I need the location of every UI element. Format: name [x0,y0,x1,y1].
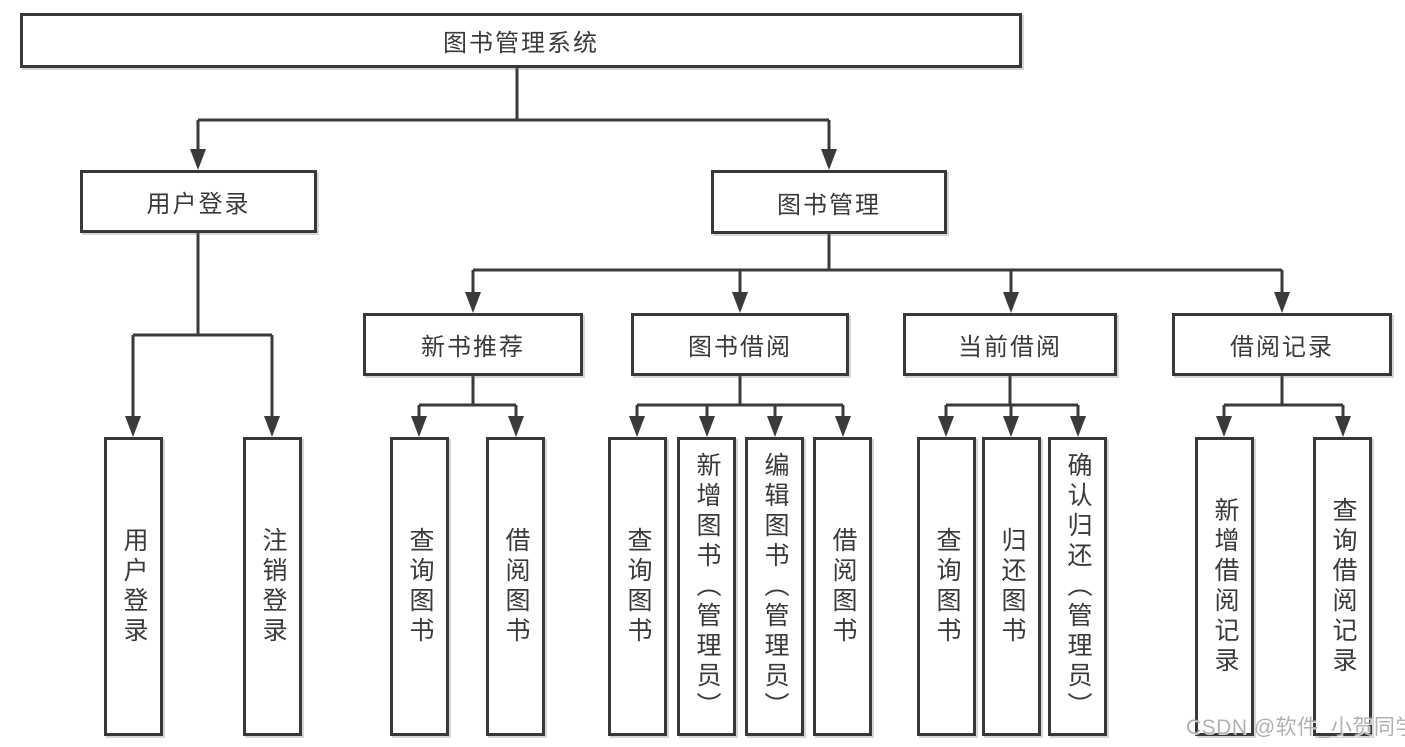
node-new-book-recommendation: 新书推荐 [363,313,583,376]
leaf-return-books: 归还图书 [982,437,1041,736]
node-label: 用户登录 [146,191,251,218]
node-label: 当前借阅 [958,334,1062,361]
node-label: 查询图书 [933,526,961,647]
node-label: 注销登录 [259,526,287,647]
arrowheads [125,149,1351,437]
leaf-query-books-current: 查询图书 [917,437,976,736]
node-user-login: 用户登录 [80,170,317,233]
node-label: 归还图书 [998,526,1026,647]
leaf-add-borrow-record: 新增借阅记录 [1195,437,1254,736]
node-label: 图书借阅 [688,334,792,361]
node-label: 新增图书（管理员） [693,451,721,722]
arrowhead [1003,292,1019,313]
node-label: 查询借阅记录 [1329,496,1357,677]
node-label: 借阅图书 [829,526,857,647]
arrowhead [1070,416,1086,437]
arrowhead [835,416,851,437]
arrowhead [1335,416,1351,437]
arrowhead [508,416,524,437]
arrowhead [264,416,280,437]
arrowhead [821,149,837,170]
node-book-borrowing: 图书借阅 [631,313,849,376]
node-label: 借阅记录 [1230,334,1334,361]
arrowhead [411,416,427,437]
arrowhead [1274,292,1290,313]
node-label: 借阅图书 [502,526,530,647]
node-label: 用户登录 [120,526,148,647]
arrowhead [938,416,954,437]
node-label: 确认归还（管理员） [1064,451,1092,722]
leaf-query-books-recommend: 查询图书 [390,437,449,736]
watermark: CSDN @软件_小贺同学 [1186,716,1405,739]
arrowhead [629,416,645,437]
leaf-query-books-borrowing: 查询图书 [608,437,667,736]
connector-borrowing-to-leaves [635,376,845,418]
connector-current-to-leaves [944,376,1080,418]
node-label: 查询图书 [624,526,652,647]
connector-root-to-level2 [196,68,831,151]
connector-recommendation-to-leaves [417,376,518,418]
node-label: 图书管理系统 [443,30,599,57]
node-book-management: 图书管理 [711,170,947,234]
arrowhead [699,416,715,437]
connector-records-to-leaves [1222,376,1345,418]
node-label: 编辑图书（管理员） [761,451,789,722]
node-current-borrowing: 当前借阅 [903,313,1117,376]
node-label: 新增借阅记录 [1211,496,1239,677]
arrowhead [767,416,783,437]
arrowhead [465,292,481,313]
leaf-edit-books-admin: 编辑图书（管理员） [745,437,804,736]
node-library-management-system: 图书管理系统 [20,13,1022,68]
leaf-logout-login: 注销登录 [243,437,302,736]
arrowhead [190,149,206,170]
leaf-borrow-books-recommend: 借阅图书 [486,437,545,736]
leaf-borrow-books-borrowing: 借阅图书 [813,437,872,736]
leaf-confirm-return-admin: 确认归还（管理员） [1048,437,1107,736]
arrowhead [125,416,141,437]
node-label: 新书推荐 [421,334,525,361]
arrowhead [732,292,748,313]
arrowhead [1216,416,1232,437]
arrowhead [1003,416,1019,437]
leaf-add-books-admin: 新增图书（管理员） [677,437,736,736]
leaf-query-borrow-record: 查询借阅记录 [1313,437,1372,736]
node-label: 查询图书 [406,526,434,647]
leaf-user-login: 用户登录 [104,437,163,736]
connector-book-management-to-level3 [471,234,1284,294]
connector-user-login-to-leaves [131,233,274,418]
node-label: 图书管理 [777,191,881,219]
node-borrowing-records: 借阅记录 [1172,313,1392,376]
